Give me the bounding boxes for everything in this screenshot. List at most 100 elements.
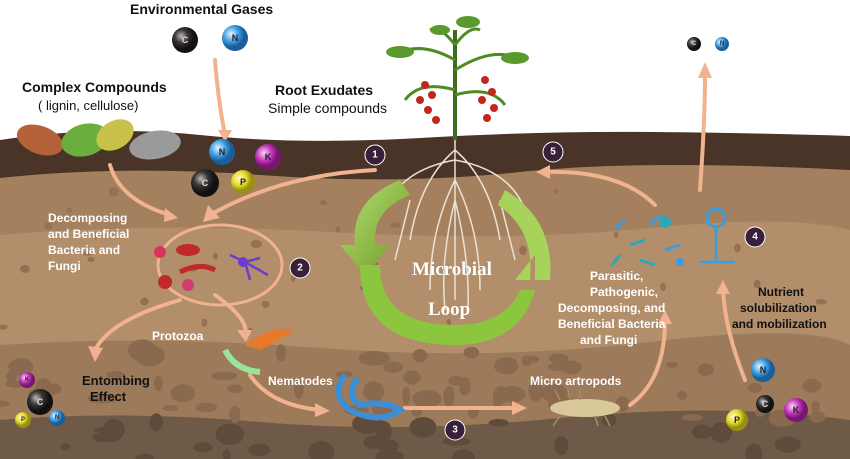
atom-c-icon: C	[191, 169, 219, 197]
pebble	[293, 378, 304, 399]
pebble	[802, 378, 822, 393]
pebble	[226, 384, 243, 394]
atom-n-icon: N	[751, 358, 775, 382]
atom-label: P	[240, 177, 246, 187]
bacteria-fungi-cluster-icon	[154, 223, 284, 307]
pebble	[691, 424, 713, 439]
pebble	[402, 386, 411, 405]
atom-n-icon: N	[49, 410, 65, 426]
nematode-icon	[335, 373, 406, 421]
pebble	[106, 370, 126, 379]
pebble	[442, 437, 471, 446]
atom-p-icon: P	[231, 170, 255, 194]
loop-label: Loop	[428, 299, 470, 320]
decomposing-label: Decomposing and Beneficial Bacteria and …	[48, 211, 129, 273]
pebble	[201, 318, 208, 327]
pebble	[375, 450, 405, 459]
entombing-label-line2: Effect	[90, 389, 127, 404]
atom-label: K	[793, 405, 800, 415]
atom-c-icon: C	[172, 27, 198, 53]
pebble	[261, 300, 270, 308]
pebble	[443, 386, 455, 407]
pebble	[547, 362, 573, 372]
pebble	[162, 404, 178, 412]
decomposing-line: Fungi	[48, 259, 81, 273]
nutrient-label-line3: and mobilization	[732, 317, 827, 331]
pebble	[733, 243, 741, 253]
pebble	[383, 361, 404, 373]
decomposing-line: Decomposing	[48, 211, 127, 225]
tomato-plant-icon	[386, 16, 529, 140]
pebble	[697, 363, 714, 376]
parasitic-line: Beneficial Bacteria	[558, 317, 666, 331]
atom-label: C	[182, 35, 189, 45]
roots-icon	[384, 140, 526, 311]
step-number: 4	[752, 232, 758, 243]
pebble	[0, 324, 8, 330]
pebble	[809, 411, 826, 423]
pebble	[93, 232, 99, 240]
atom-label: K	[265, 152, 272, 162]
atom-n-icon: N	[209, 139, 235, 165]
pebble	[0, 400, 10, 407]
nematodes-label: Nematodes	[268, 374, 333, 388]
pebble	[492, 387, 503, 410]
atom-k-icon: K	[255, 144, 281, 170]
root-exudates-label: Root Exudates	[275, 82, 373, 98]
atom-c-icon: C	[687, 37, 701, 51]
pebble	[87, 256, 95, 263]
microbial-label: Microbial	[412, 259, 492, 280]
atom-label: C	[692, 41, 697, 47]
leaves-icon	[16, 119, 181, 160]
parasitic-line: and Fungi	[580, 333, 637, 347]
pebble	[541, 383, 568, 403]
pebble	[660, 282, 666, 292]
complex-compounds-label: Complex Compounds	[22, 79, 167, 95]
atom-label: P	[734, 415, 740, 425]
pebble	[248, 443, 271, 457]
pebble	[102, 418, 125, 441]
atom-n-icon: N	[222, 25, 248, 51]
pebble	[528, 380, 544, 402]
pebble	[5, 371, 17, 383]
pebble	[745, 443, 763, 459]
atom-k-icon: K	[784, 398, 808, 422]
pebble	[554, 188, 559, 194]
pebble	[409, 416, 437, 438]
pebble	[276, 344, 286, 362]
pebble	[108, 187, 119, 197]
step-marker-3: 3	[444, 419, 466, 441]
pebble	[412, 390, 442, 408]
simple-compounds-label: Simple compounds	[268, 100, 387, 116]
pebble	[412, 348, 428, 363]
step-marker-5: 5	[542, 141, 564, 163]
pebble	[494, 357, 519, 375]
pebble	[665, 362, 678, 369]
pebble	[335, 226, 340, 234]
step-number: 3	[452, 425, 458, 436]
atom-label: N	[720, 41, 724, 47]
pebble	[193, 442, 213, 453]
step-number: 5	[550, 147, 556, 158]
pebble	[448, 375, 465, 386]
atom-label: N	[232, 33, 239, 43]
pebble	[222, 449, 231, 459]
pebble	[44, 222, 53, 230]
pebble	[82, 251, 93, 256]
atom-k-icon: K	[19, 372, 35, 388]
pebble	[513, 388, 524, 397]
nutrient-label-line2: solubilization	[740, 301, 817, 315]
micro-artropods-label: Micro artropods	[530, 374, 622, 388]
pebble	[195, 402, 218, 413]
pebble	[8, 358, 34, 376]
pebble	[154, 375, 163, 392]
step-number: 2	[297, 263, 303, 274]
pebble	[319, 199, 328, 206]
atom-n-icon: N	[715, 37, 729, 51]
atom-label: N	[219, 147, 226, 157]
pebble	[170, 384, 196, 403]
atom-p-icon: P	[726, 409, 748, 431]
decomposing-line: and Beneficial	[48, 227, 129, 241]
